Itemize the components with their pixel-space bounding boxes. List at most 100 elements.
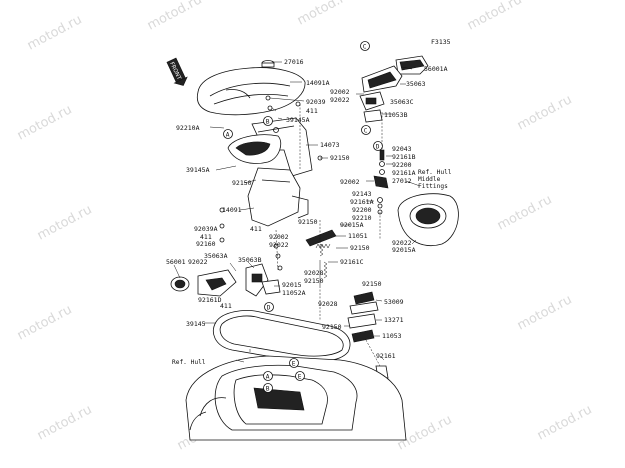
watermark: motod.ru [535, 402, 595, 443]
callout-label: B [266, 386, 270, 393]
figure-code: F3135 [431, 38, 451, 46]
mirror-stay-35063b [245, 263, 269, 297]
part-number: 92150 [322, 323, 342, 331]
callout-label: A [266, 374, 270, 381]
watermark: motod.ru [35, 402, 95, 443]
part-number: 92150 [232, 179, 252, 187]
callout-label: D [376, 144, 380, 151]
part-number: 35063C [390, 98, 414, 106]
part-number: 411 [200, 233, 212, 241]
part-number: 411 [250, 225, 262, 233]
watermark: motod.ru [295, 0, 355, 29]
part-number: 92150 [350, 244, 370, 252]
plate-13271 [347, 313, 377, 329]
part-number: 53009 [384, 298, 404, 306]
part-number: 14091A [306, 79, 330, 87]
callout-label: E [298, 374, 302, 381]
part-number: 14091 [222, 206, 242, 214]
gauge-housing-ref-hull [397, 193, 459, 246]
part-number: 92022 [330, 96, 350, 104]
ref-hull-middle-fittings-line3: Fittings [418, 183, 448, 190]
part-number: 56001 [166, 258, 186, 266]
callout-label: C [364, 128, 368, 135]
latch-53009 [349, 291, 379, 315]
upper-cover-14091a [196, 67, 306, 116]
spring-11051 [305, 229, 337, 249]
hull-ref [185, 355, 407, 441]
part-number: 56001A [424, 65, 448, 73]
ref-hull-label: Ref. Hull [172, 359, 206, 366]
part-number: 39145A [186, 166, 210, 174]
part-number: 92043 [392, 145, 412, 153]
mirror-bracket-35063a [197, 269, 237, 297]
cap-27016 [261, 60, 275, 68]
part-number: 92028 [304, 269, 324, 277]
part-number: 92002 [330, 88, 350, 96]
part-number: 92150 [304, 277, 324, 285]
part-number: 92210A [176, 124, 200, 132]
part-number: 27016 [284, 58, 304, 66]
part-number: 92200 [352, 206, 372, 214]
spring-92161c [319, 243, 328, 286]
part-number: 11052A [282, 289, 306, 297]
part-number: 35063 [406, 80, 426, 88]
callout-label: E [292, 361, 296, 368]
mirror-56001a [395, 55, 429, 75]
watermark: motod.ru [25, 12, 85, 53]
callout-label: C [363, 44, 367, 51]
part-number: 92200 [392, 161, 412, 169]
watermark: motod.ru [15, 102, 75, 143]
part-number: 92161 [376, 352, 396, 360]
front-arrow-marker: FRONT [166, 57, 188, 86]
part-number: 39145 [186, 320, 206, 328]
part-number: 27012 [392, 177, 412, 185]
part-number: 92039 [306, 98, 326, 106]
watermark: motod.ru [515, 92, 575, 133]
callout-markers: A B C D A B C D E E [223, 41, 383, 393]
plate-11053b [363, 109, 383, 123]
part-number: 39145A [286, 116, 310, 124]
part-number: 92002 [340, 178, 360, 186]
part-number: 35063B [238, 256, 262, 264]
part-number: 411 [220, 302, 232, 310]
part-number: 92210 [352, 214, 372, 222]
ref-hull-middle-fittings-line1: Ref. Hull [418, 169, 452, 176]
plate-11053 [351, 329, 375, 343]
part-number: 92160 [196, 240, 216, 248]
part-number: 92002 [269, 233, 289, 241]
leader-lines [173, 61, 421, 367]
plate-11052a [261, 279, 281, 295]
part-number: 92028 [318, 300, 338, 308]
part-number: 411 [306, 107, 318, 115]
part-number: 92150 [330, 154, 350, 162]
callout-label: A [226, 132, 230, 139]
watermark: motod.ru [35, 202, 95, 243]
part-number: 92150 [298, 218, 318, 226]
lower-cover-14091 [247, 167, 309, 227]
callout-label: D [267, 305, 271, 312]
ref-hull-middle-fittings-line2: Middle [418, 176, 441, 183]
mirror-stay-35063c [359, 91, 385, 111]
part-number: 11051 [348, 232, 368, 240]
seal-39145a [227, 134, 282, 164]
part-number: 92015A [392, 246, 416, 254]
part-labels: 27016 14091A 92039 411 39145A 92210A 140… [166, 58, 448, 360]
mirror-56001 [170, 276, 190, 292]
watermark: motod.ru [145, 0, 205, 34]
watermark: motod.ru [495, 192, 555, 233]
seal-39145 [213, 310, 351, 363]
part-number: 92161A [392, 169, 416, 177]
watermark: motod.ru [515, 292, 575, 333]
part-number: 92161C [340, 258, 364, 266]
part-number: 92161B [392, 153, 416, 161]
part-number: 92161D [198, 296, 222, 304]
part-number: 13271 [384, 316, 404, 324]
part-number: 14073 [320, 141, 340, 149]
mirror-bracket-35063 [361, 65, 403, 93]
part-number: 11053B [384, 111, 408, 119]
watermark: motod.ru [15, 302, 75, 343]
part-number: 11053 [382, 332, 402, 340]
part-number: 92022 [392, 239, 412, 247]
part-number: 92022 [269, 241, 289, 249]
